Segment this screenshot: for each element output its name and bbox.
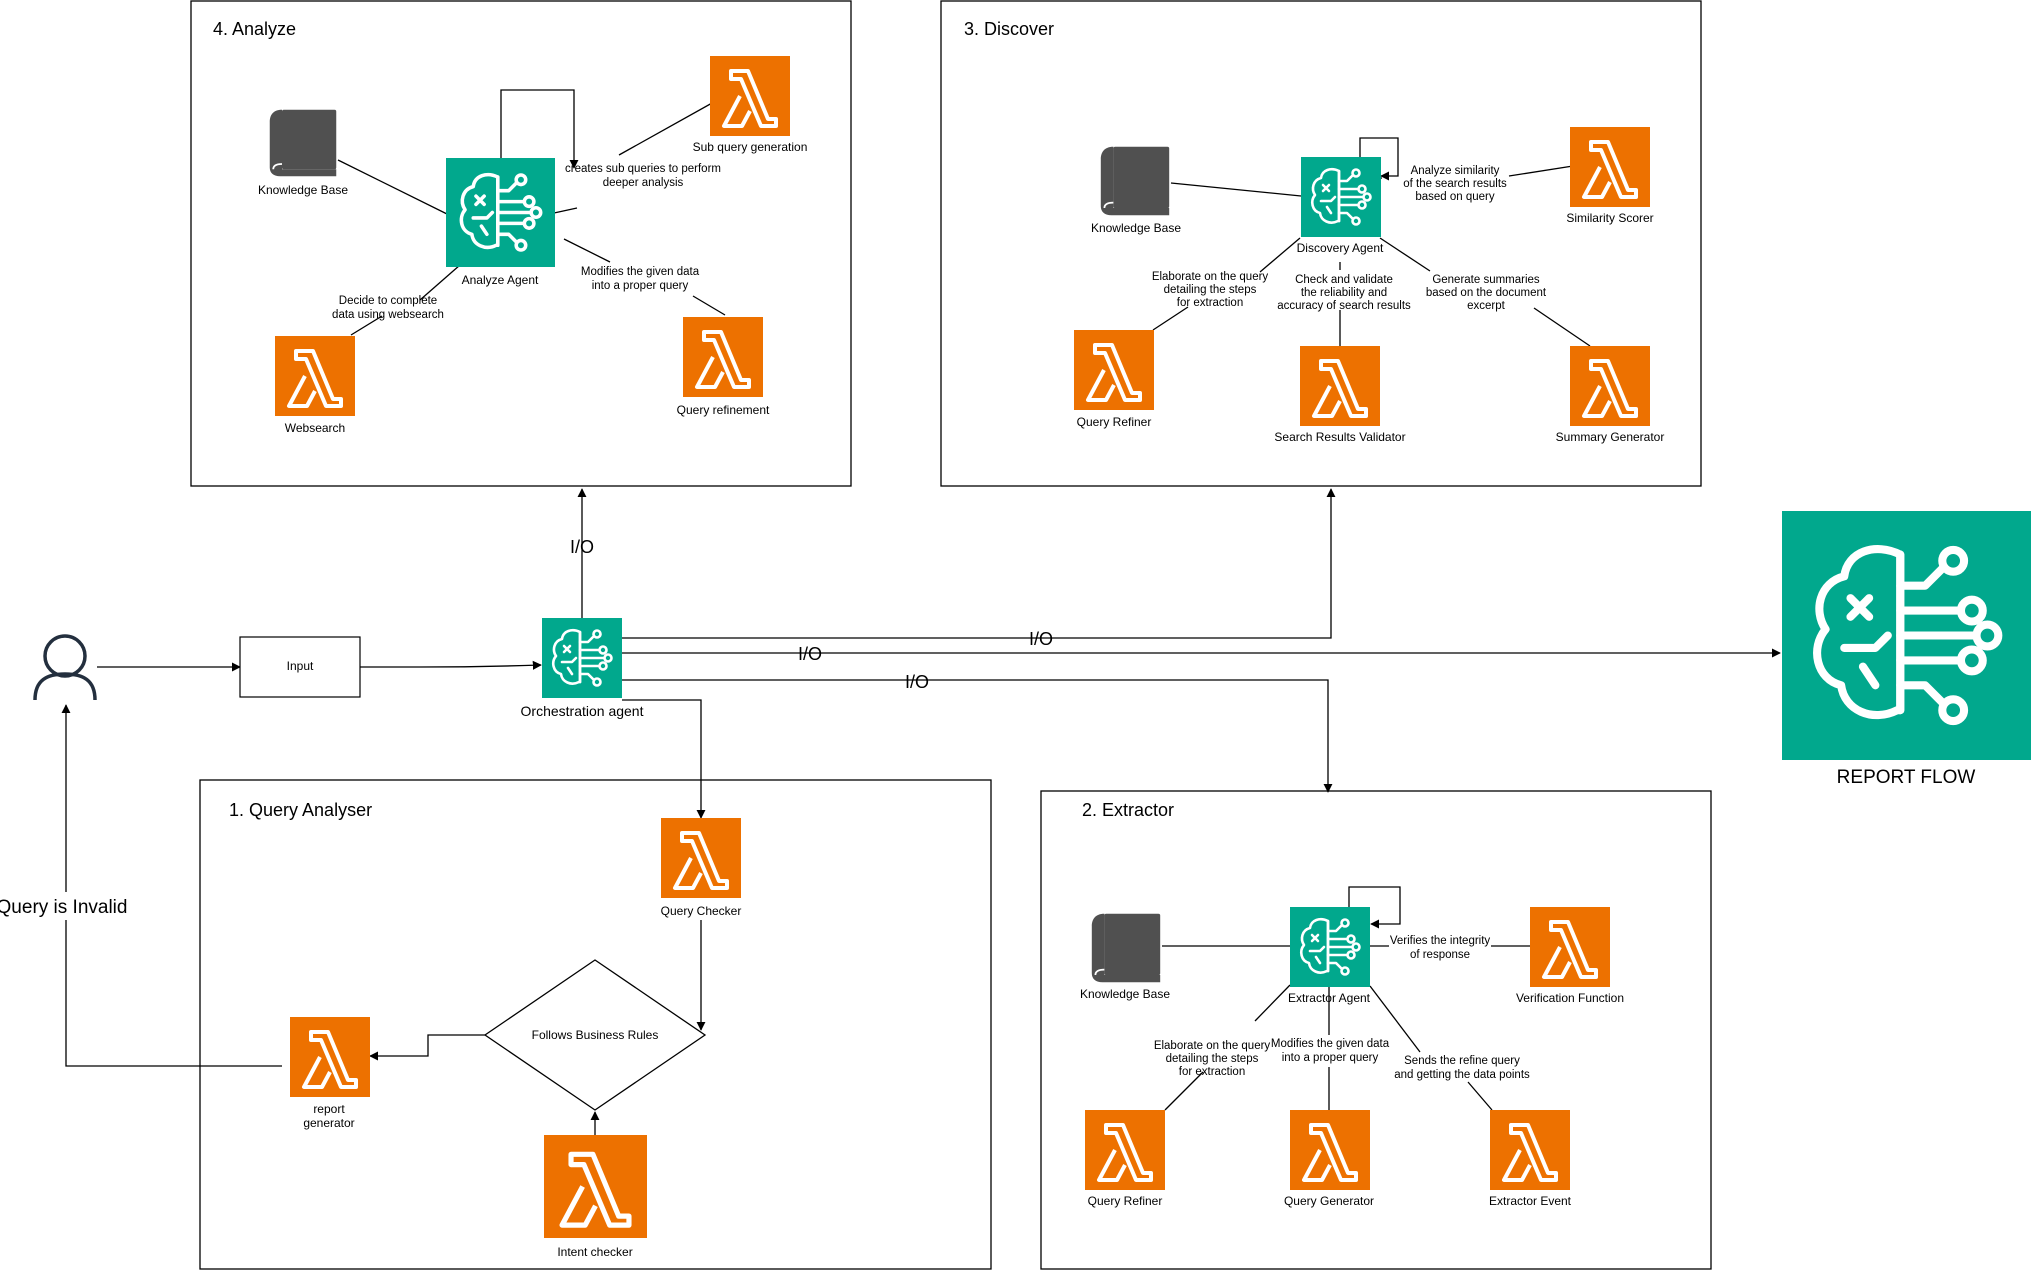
report-flow-icon	[1782, 511, 2031, 760]
edge-to-query-checker	[622, 699, 706, 819]
decision-diamond	[483, 959, 707, 1111]
query-refinement-label: Query refinement	[677, 403, 770, 417]
edge-invalid-to-user	[61, 704, 282, 1067]
extractor-agent-label: Extractor Agent	[1288, 991, 1371, 1005]
edge-input-orchestration	[360, 660, 542, 670]
discover-query-refiner-label: Query Refiner	[1077, 415, 1152, 429]
discovery-agent-label: Discovery Agent	[1297, 241, 1384, 255]
orchestration-agent-icon	[542, 618, 622, 698]
query-checker-label: Query Checker	[661, 904, 742, 918]
input-label: Input	[287, 659, 314, 673]
lambda-icon	[1530, 907, 1610, 987]
query-analyser-title: 1. Query Analyser	[229, 800, 372, 820]
report-flow-label: REPORT FLOW	[1837, 767, 1976, 788]
lambda-icon	[1300, 346, 1380, 426]
io-label-report: I/O	[798, 644, 822, 664]
analyze-edges	[337, 89, 731, 336]
io-label-discover: I/O	[1029, 629, 1053, 649]
lambda-icon	[1085, 1110, 1165, 1190]
query-invalid-label: Query is Invalid	[0, 897, 127, 918]
analyze-agent-label: Analyze Agent	[462, 273, 539, 287]
lambda-icon	[275, 336, 355, 416]
lambda-icon	[1490, 1110, 1570, 1190]
intent-checker-label: Intent checker	[557, 1245, 632, 1259]
edge-to-extractor	[622, 679, 1333, 793]
io-label-analyze: I/O	[570, 537, 594, 557]
validator-label: Search Results Validator	[1274, 430, 1405, 444]
edge-decision-report	[369, 1034, 485, 1061]
lambda-icon	[661, 818, 741, 898]
io-label-extractor: I/O	[905, 672, 929, 692]
analyze-title: 4. Analyze	[213, 19, 296, 39]
lambda-icon	[710, 56, 790, 136]
lambda-icon	[1570, 346, 1650, 426]
user-icon	[33, 634, 97, 701]
decision-label: Follows Business Rules	[532, 1028, 659, 1042]
lambda-icon	[290, 1017, 370, 1097]
extractor-query-refiner-label: Query Refiner	[1088, 1194, 1163, 1208]
knowledge-base-icon	[268, 108, 338, 178]
sub-query-label: Sub query generation	[693, 140, 808, 154]
websearch-label: Websearch	[285, 421, 345, 435]
extractor-event-label: Extractor Event	[1489, 1194, 1572, 1208]
query-generator-label: Query Generator	[1284, 1194, 1374, 1208]
lambda-icon	[544, 1135, 647, 1238]
edge-to-discover	[622, 488, 1336, 639]
lambda-icon	[1074, 330, 1154, 410]
knowledge-base-icon	[1090, 912, 1162, 984]
discovery-agent-icon	[1301, 157, 1381, 237]
verification-label: Verification Function	[1516, 991, 1624, 1005]
lambda-icon	[683, 317, 763, 397]
similarity-scorer-label: Similarity Scorer	[1566, 211, 1653, 225]
analyze-kb-label: Knowledge Base	[258, 183, 348, 197]
lambda-icon	[1570, 127, 1650, 207]
discover-title: 3. Discover	[964, 19, 1054, 39]
analyze-agent-icon	[446, 158, 555, 267]
orchestration-label: Orchestration agent	[521, 703, 644, 719]
summary-generator-label: Summary Generator	[1556, 430, 1665, 444]
discover-kb-label: Knowledge Base	[1091, 221, 1181, 235]
extractor-title: 2. Extractor	[1082, 800, 1174, 820]
knowledge-base-icon	[1099, 145, 1171, 217]
extractor-edges	[1162, 886, 1530, 1111]
extractor-agent-icon	[1290, 907, 1370, 987]
extractor-kb-label: Knowledge Base	[1080, 987, 1170, 1001]
lambda-icon	[1290, 1110, 1370, 1190]
